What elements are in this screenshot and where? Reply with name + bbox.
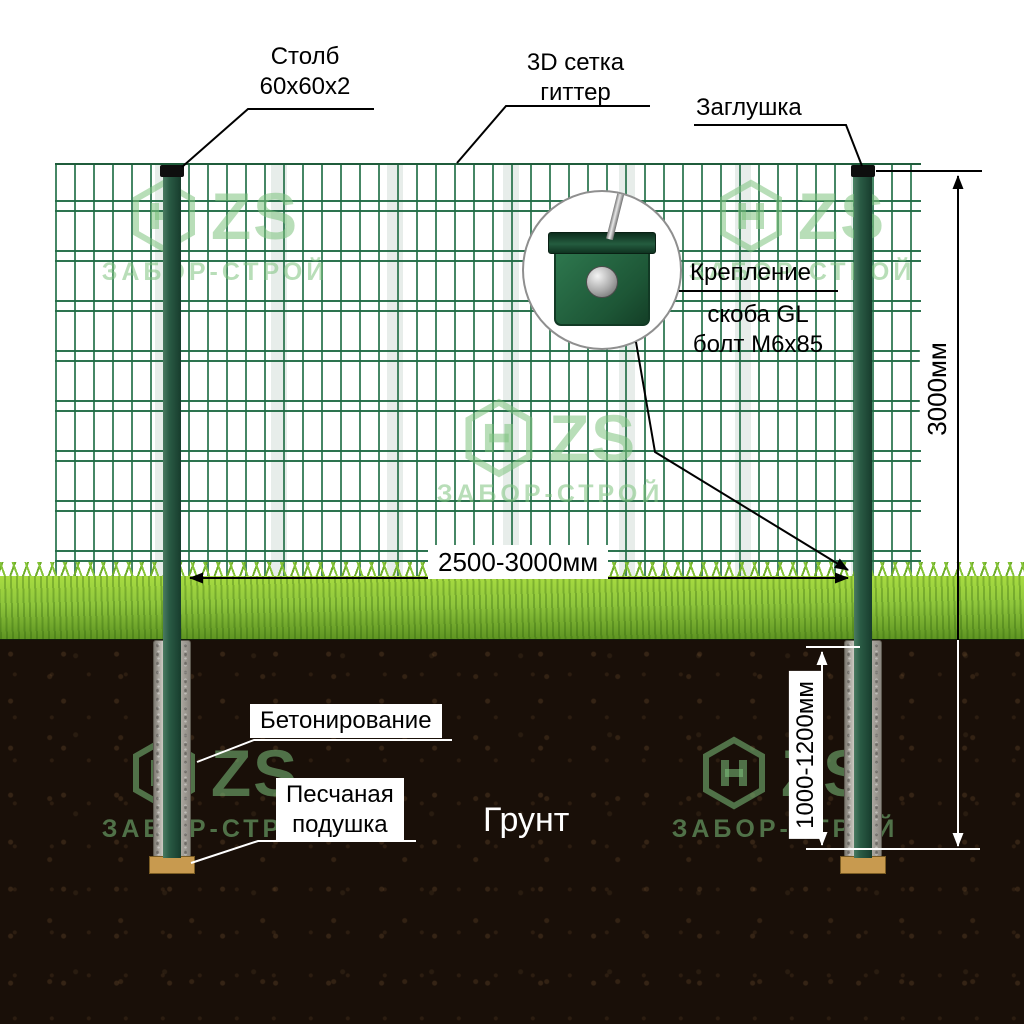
mesh-leader-line [456,105,650,164]
watermark-caption: ЗАБОР-СТРОЙ [688,258,916,286]
hexagon-logo-icon [719,179,782,253]
watermark-caption: ЗАБОР-СТРОЙ [436,480,664,508]
post-cap-right [851,165,875,177]
post-label: Столб 60х60х2 [259,43,351,100]
fastening-spec-label: скоба GL болт М6х85 [692,301,824,358]
hexagon-logo-icon [702,736,765,810]
hexagon-logo-icon [465,398,533,478]
watermark: ZS ЗАБОР-СТРОЙ [420,398,680,509]
fence-post-left [163,176,181,858]
concrete-label: Бетонирование [250,704,442,738]
height-dimension-label: 3000мм [919,332,954,446]
mesh-label: 3D сетка гиттер [526,49,625,106]
depth-dimension-label: 1000-1200мм [788,671,823,839]
fastening-title-label: Крепление [690,259,812,286]
bracket-clamp [548,232,656,254]
ground-label: Грунт [483,801,570,839]
sand-cushion-right [840,856,886,874]
cap-label: Заглушка [696,94,802,121]
watermark-logo-text: ZS [797,179,887,253]
watermark-caption: ЗАБОР-СТРОЙ [101,258,329,286]
sand-cushion-left [149,856,195,874]
span-dimension-label: 2500-3000мм [428,545,609,579]
post-leader-line [181,108,374,168]
watermark: ZS ЗАБОР-СТРОЙ [85,176,345,287]
fastening-detail-callout [522,190,682,350]
fence-post-right [854,176,872,858]
watermark-logo-text: ZS [210,179,300,253]
post-cap-left [160,165,184,177]
bolt-dome [586,266,618,298]
cap-leader-line [694,124,863,167]
watermark-logo-text: ZS [548,401,638,475]
sand-label: Песчаная подушка [276,778,404,842]
